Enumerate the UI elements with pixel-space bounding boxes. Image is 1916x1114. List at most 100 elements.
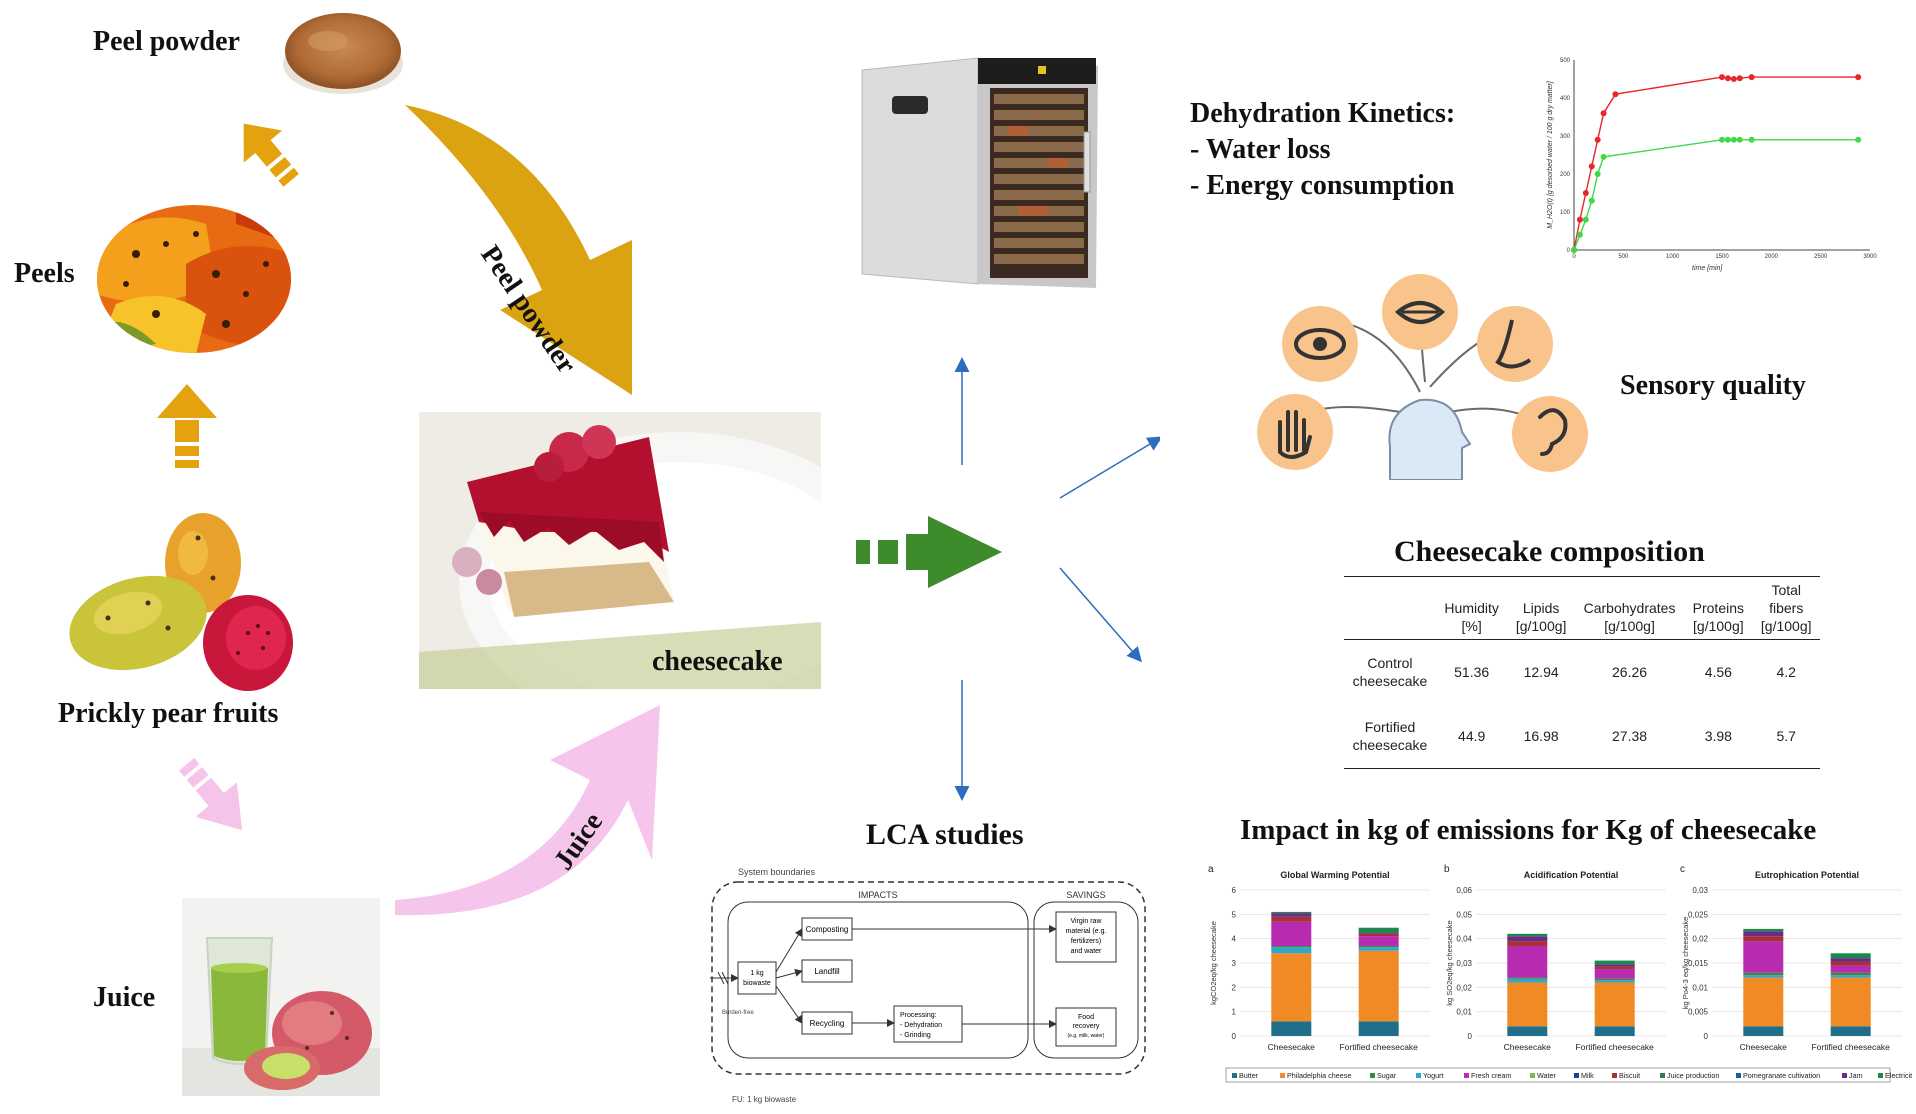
bar-segment bbox=[1743, 941, 1784, 973]
y-tick: 0,015 bbox=[1688, 959, 1709, 968]
legend-item: Water bbox=[1537, 1071, 1557, 1080]
y-label: kgCO2eq/kg cheesecake bbox=[1209, 921, 1218, 1005]
peels-image bbox=[97, 205, 291, 353]
bar-segment bbox=[1358, 927, 1399, 933]
kin-series-line-0 bbox=[1573, 76, 1859, 251]
x-tick: Cheesecake bbox=[1268, 1042, 1316, 1052]
bar-segment bbox=[1830, 977, 1871, 1027]
y-tick: 0 bbox=[1232, 1032, 1237, 1041]
dehydration-item-water-loss: - Water loss bbox=[1190, 134, 1331, 165]
legend-swatch bbox=[1842, 1073, 1847, 1078]
row-value: 26.26 bbox=[1612, 664, 1648, 680]
bar-segment bbox=[1830, 961, 1871, 966]
bar-segment bbox=[1743, 972, 1784, 976]
lca-fu: FU: 1 kg biowaste bbox=[732, 1095, 797, 1104]
legend-swatch bbox=[1370, 1073, 1375, 1078]
bar-segment bbox=[1830, 1026, 1871, 1036]
row-value: 51.36 bbox=[1454, 664, 1490, 680]
bar-segment bbox=[1594, 1026, 1635, 1036]
bar-segment bbox=[1594, 964, 1635, 967]
label-juice: Juice bbox=[93, 982, 156, 1013]
row-value: 12.94 bbox=[1523, 664, 1559, 680]
legend-swatch bbox=[1878, 1073, 1883, 1078]
sensory-illustration bbox=[1257, 274, 1588, 480]
y-tick: 4 bbox=[1232, 935, 1237, 944]
ear-icon bbox=[1538, 408, 1568, 456]
legend-item: Jam bbox=[1849, 1071, 1863, 1080]
y-label: kg SO2eq/kg cheesecake bbox=[1445, 920, 1454, 1005]
legend-item: Fresh cream bbox=[1471, 1071, 1511, 1080]
kin-point bbox=[1736, 136, 1743, 143]
kin-point bbox=[1855, 74, 1862, 81]
bar-segment bbox=[1830, 972, 1871, 976]
bar-segment bbox=[1830, 975, 1871, 978]
y-tick: 0,01 bbox=[1456, 1008, 1472, 1017]
lca-virgin-4: and water bbox=[1071, 948, 1102, 955]
bar-segment bbox=[1743, 931, 1784, 937]
x-tick: Fortified cheesecake bbox=[1339, 1042, 1418, 1052]
legend-swatch bbox=[1612, 1073, 1617, 1078]
y-tick: 0,04 bbox=[1456, 935, 1472, 944]
label-peels: Peels bbox=[14, 258, 75, 289]
bar-segment bbox=[1271, 913, 1312, 917]
bar-segment bbox=[1594, 966, 1635, 970]
legend-item: Electricity bbox=[1885, 1071, 1912, 1080]
y-tick: 0,02 bbox=[1692, 935, 1708, 944]
cheesecake-image bbox=[419, 412, 821, 689]
bar-segment bbox=[1743, 975, 1784, 978]
bar-segment bbox=[1743, 936, 1784, 942]
y-tick: 0 bbox=[1468, 1032, 1473, 1041]
kin-point bbox=[1588, 163, 1595, 170]
kin-y-tick: 300 bbox=[1560, 134, 1571, 140]
row-value: 3.98 bbox=[1704, 728, 1732, 744]
bar-segment bbox=[1507, 977, 1548, 979]
kin-point bbox=[1730, 76, 1737, 82]
y-tick: 3 bbox=[1232, 959, 1237, 968]
composition-header-2: Lipids[g/100g] bbox=[1515, 600, 1567, 634]
dashed-arrow-peels-to-powder bbox=[243, 123, 299, 187]
kin-y-tick: 400 bbox=[1560, 96, 1571, 102]
bar-segment bbox=[1271, 916, 1312, 922]
kin-point bbox=[1594, 136, 1601, 143]
lca-biowaste-2: biowaste bbox=[743, 980, 771, 987]
bar-segment bbox=[1358, 945, 1399, 948]
composition-header-1: Humidity[%] bbox=[1444, 600, 1499, 634]
bar-segment bbox=[1507, 982, 1548, 1027]
legend-item: Philadelphia cheese bbox=[1287, 1071, 1351, 1080]
legend-swatch bbox=[1530, 1073, 1535, 1078]
legend-swatch bbox=[1232, 1073, 1237, 1078]
legend-item: Juice production bbox=[1667, 1071, 1719, 1080]
lca-title: LCA studies bbox=[866, 818, 1024, 851]
kin-point bbox=[1594, 171, 1601, 177]
dashed-arrow-cheesecake-to-analyses bbox=[856, 516, 1002, 588]
bar-segment bbox=[1358, 932, 1399, 934]
bar-segment bbox=[1358, 933, 1399, 937]
kin-point bbox=[1748, 74, 1755, 81]
mouth-icon bbox=[1394, 301, 1446, 324]
prickly-pear-fruits-image bbox=[69, 513, 293, 691]
kin-point bbox=[1724, 75, 1731, 82]
juice-image bbox=[182, 898, 380, 1096]
label-peel-powder: Peel powder bbox=[93, 26, 240, 57]
bar-segment bbox=[1358, 936, 1399, 946]
bar-segment bbox=[1271, 947, 1312, 954]
dehydration-item-energy: - Energy consumption bbox=[1190, 170, 1455, 201]
x-tick: Cheesecake bbox=[1740, 1042, 1788, 1052]
legend-box bbox=[1225, 1067, 1891, 1083]
bar-segment bbox=[1594, 960, 1635, 965]
kin-x-tick: 1500 bbox=[1715, 254, 1729, 260]
row-value: 44.9 bbox=[1458, 728, 1486, 744]
legend-item: Milk bbox=[1581, 1071, 1594, 1080]
eye-icon bbox=[1294, 328, 1346, 360]
kin-point bbox=[1748, 136, 1755, 143]
legend-item: Sugar bbox=[1377, 1071, 1397, 1080]
y-tick: 2 bbox=[1232, 983, 1237, 992]
legend-swatch bbox=[1660, 1073, 1665, 1078]
bar-segment bbox=[1830, 953, 1871, 959]
panel-title: Global Warming Potential bbox=[1280, 870, 1389, 880]
